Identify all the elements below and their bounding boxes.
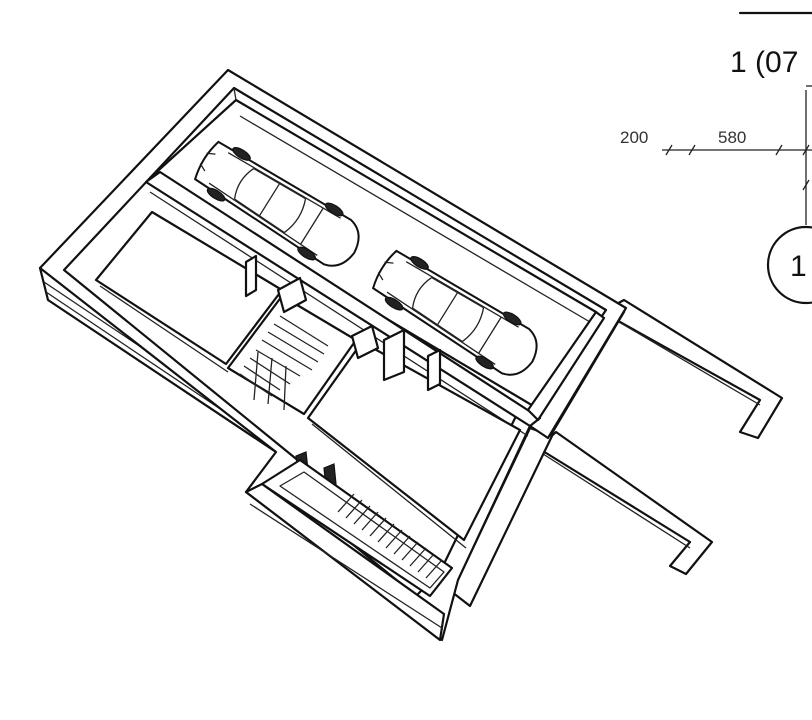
room-right: [306, 340, 522, 542]
grid-bubble: [766, 225, 812, 305]
upper-beam: [600, 298, 784, 440]
stair-well-inner: [279, 471, 445, 589]
dimension-left: 200: [620, 128, 648, 147]
interior-rooms: [94, 170, 542, 549]
dim-tick-1: [665, 144, 673, 156]
dim-tick-3: [775, 144, 783, 156]
entrance-stair: [244, 458, 454, 642]
garage-end-wall: [526, 310, 606, 422]
foundation-beams: [536, 298, 784, 576]
partition-3: [382, 328, 406, 382]
lower-beam: [536, 430, 714, 576]
dimension-right: 580: [718, 128, 746, 147]
car-1: [193, 140, 360, 267]
annotation-group: 1 (07 200 580 1: [620, 11, 812, 305]
grid-bubble-label: 1: [790, 250, 807, 283]
partition-2: [350, 324, 380, 360]
internal-stair: [239, 315, 329, 411]
car-2: [371, 249, 538, 376]
section-label: 1 (07: [730, 46, 798, 79]
stair-treads: [337, 493, 443, 579]
partition-4: [244, 254, 258, 298]
dim-tick-5: [802, 179, 810, 191]
partition-5: [426, 348, 442, 392]
partition-1: [276, 276, 308, 314]
dim-tick-4: [802, 144, 810, 156]
stair-outer-wall: [244, 482, 446, 642]
dim-tick-2: [688, 144, 696, 156]
stair-well: [260, 458, 454, 598]
